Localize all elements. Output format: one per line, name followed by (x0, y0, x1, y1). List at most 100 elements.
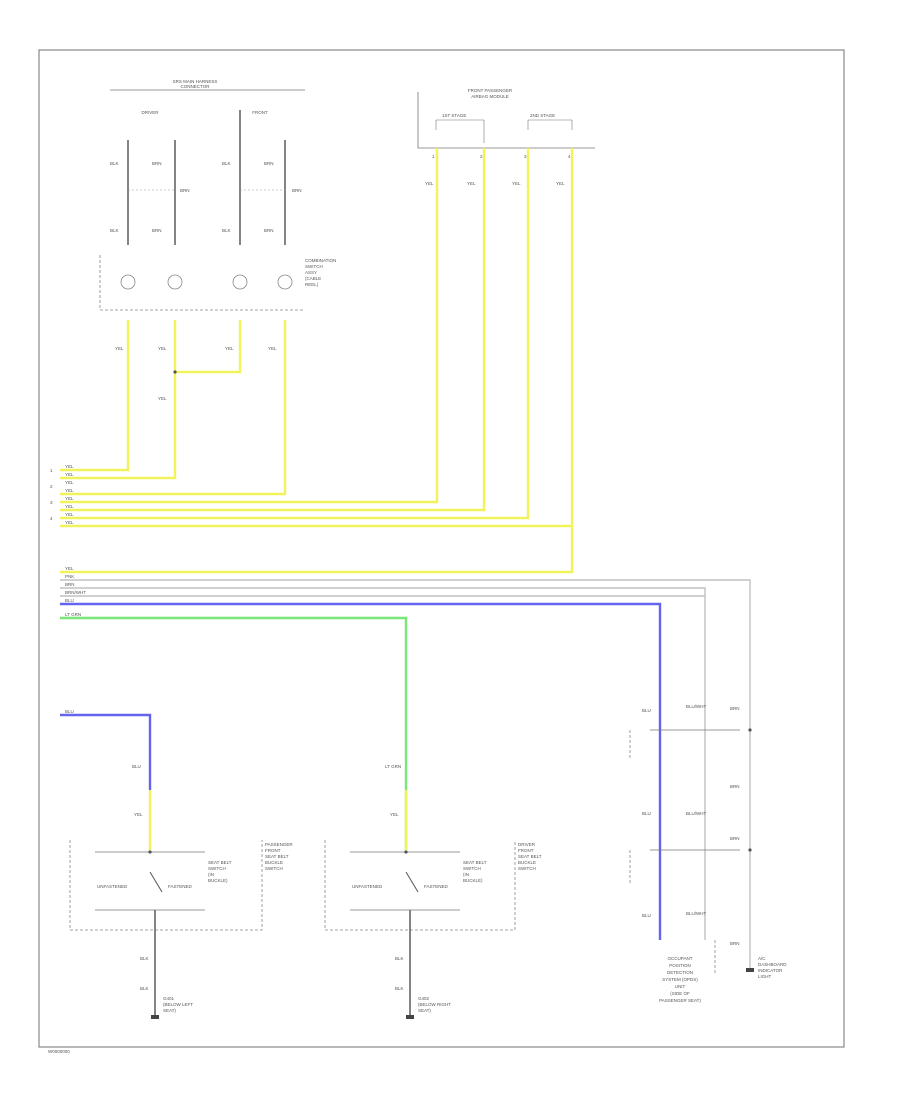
ground-label: (BELOW RIGHT (418, 1002, 451, 1007)
ground-label: SEAT) (163, 1008, 176, 1013)
wire-label: BLU (65, 598, 74, 603)
wire-label: BRN (730, 836, 740, 841)
wire-label: YEL (268, 346, 277, 351)
wire-label: YEL (65, 566, 74, 571)
indicator-label: LIGHT (758, 974, 772, 979)
switch-state: FASTENED (168, 884, 193, 889)
pin-label: 3 (524, 154, 527, 159)
switch-label: SEAT BELT (208, 860, 232, 865)
opds-pin: BLU/WHT (686, 811, 707, 816)
right-header-1: FRONT PASSENGER (468, 88, 513, 93)
right-connector-box (417, 92, 595, 149)
right-bracket-2 (527, 119, 573, 130)
wire-label: YEL (115, 346, 124, 351)
wire-label: BLK (395, 956, 404, 961)
wire-label: BRN (730, 941, 740, 946)
connection-dots (148, 370, 752, 854)
ground-symbol-left (151, 1015, 159, 1019)
blue-wire (60, 602, 662, 940)
pin-label: 3 (50, 500, 53, 505)
wire-label: PNK (65, 574, 74, 579)
indicator-label: DASHBOARD (758, 962, 787, 967)
wire-label: BLK (140, 956, 149, 961)
switch-contact (405, 871, 419, 893)
footer-code: W0000000 (48, 1049, 70, 1054)
right-header-2: AIRBAG MODULE (471, 94, 509, 99)
right-bracket-1 (435, 119, 485, 143)
opds-pin: BLU/WHT (686, 704, 707, 709)
inflator-label: BLK (222, 228, 231, 233)
group-label-driver: DRIVER (141, 110, 159, 115)
right-switch-box (324, 840, 516, 931)
pin-label: 4 (50, 516, 53, 521)
switch-label: SWITCH (463, 866, 481, 871)
wire-label: YEL (158, 346, 167, 351)
inflator-label: BRN (292, 188, 302, 193)
wire-label: YEL (225, 346, 234, 351)
wire-label: YEL (390, 812, 399, 817)
diagram-frame (38, 49, 845, 1048)
harness-header-1: SRS MAIN HARNESS (173, 79, 218, 84)
switch-label: SEAT BELT (463, 860, 487, 865)
switch-title: FRONT (518, 848, 534, 853)
inflator-bars (127, 110, 286, 245)
inflator-label: BRN (264, 161, 274, 166)
opds-label: DETECTION (667, 970, 693, 975)
switch-label: BUCKLE) (463, 878, 483, 883)
pin-label: 2 (50, 484, 53, 489)
inflator-label: BRN (152, 161, 162, 166)
group-label-front: FRONT (252, 110, 268, 115)
module-text: ASSY (305, 270, 317, 275)
module-text: (CABLE (305, 276, 321, 281)
switch-title: SEAT BELT (265, 854, 289, 859)
inflator-left-label: 1ST STAGE (442, 113, 466, 118)
wire-label: YEL (65, 488, 74, 493)
wire-label: YEL (65, 464, 74, 469)
opds-label: OCCUPANT (668, 956, 693, 961)
module-text: SWITCH (305, 264, 323, 269)
wire-label: BLK (395, 986, 404, 991)
cable-reel-box (99, 255, 305, 311)
wire-label: YEL (512, 181, 521, 186)
switch-state: UNFASTENED (352, 884, 383, 889)
green-wire (60, 616, 408, 850)
wire-label: YEL (134, 812, 143, 817)
inflator-label: BRN (152, 228, 162, 233)
switch-label: (IN (208, 872, 214, 877)
indicator-label: A/C (758, 956, 766, 961)
switch-title: PASSENGER (265, 842, 293, 847)
wire-label: BLU (132, 764, 141, 769)
opds-label: (SIDE OF (670, 991, 690, 996)
ground-label: G401 (163, 996, 175, 1001)
switch-title: DRIVER (518, 842, 536, 847)
switch-label: SWITCH (208, 866, 226, 871)
switch-title: SEAT BELT (518, 854, 542, 859)
wire-label: YEL (158, 396, 167, 401)
inflator-label: BLK (110, 161, 119, 166)
pin-label: 2 (480, 154, 483, 159)
wire-label: YEL (65, 480, 74, 485)
module-text: COMBINATION (305, 258, 336, 263)
opds-label: POSITION (669, 963, 691, 968)
switch-state: FASTENED (424, 884, 449, 889)
wire-label: LT GRN (385, 764, 401, 769)
inflator-label: BRN (180, 188, 190, 193)
switch-title: FRONT (265, 848, 281, 853)
ground-symbol-right (406, 1015, 414, 1019)
opds-label: UNIT (675, 984, 686, 989)
inflator-label: BLK (222, 161, 231, 166)
inflator-label: BLK (110, 228, 119, 233)
opds-pin: BLU/WHT (686, 911, 707, 916)
gray-wires (60, 579, 751, 970)
yellow-wire-labels: YEL YEL YEL YEL YEL YEL YEL YEL YEL YEL … (65, 346, 277, 571)
switch-title: BUCKLE (518, 860, 536, 865)
wire-label: BRN (65, 582, 75, 587)
wire-label: YEL (65, 496, 74, 501)
wire-label: YEL (65, 472, 74, 477)
harness-labels: PNK BRN BRN/WHT BLU LT GRN (65, 574, 86, 617)
switch-state: UNFASTENED (97, 884, 128, 889)
pin-label: 1 (432, 154, 435, 159)
left-switch-box (69, 840, 263, 931)
inflator-labels: BLK BRN BLK BRN BRN BRN BLK BRN BLK BRN (110, 161, 302, 233)
switch-title: BUCKLE (265, 860, 283, 865)
